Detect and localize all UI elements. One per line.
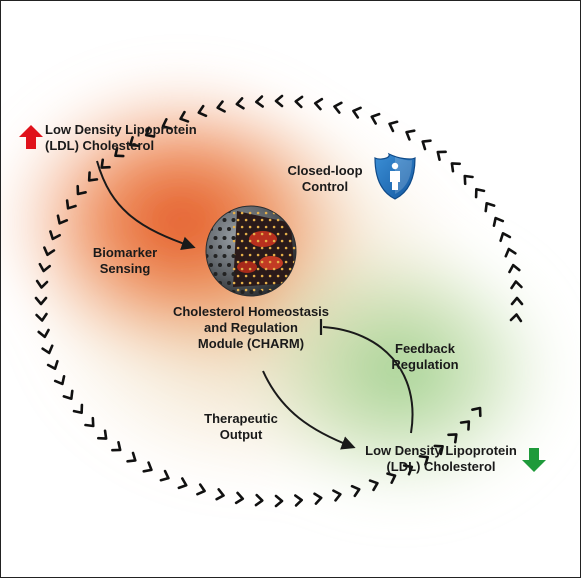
chevron-mark [333, 101, 343, 114]
chevron-mark [128, 136, 140, 148]
closed-loop-control-label: Closed-loop Control [287, 163, 363, 194]
biomarker-sensing-arrow [96, 160, 196, 250]
chevron-mark [509, 313, 523, 323]
chevron-mark [504, 247, 517, 258]
chevron-mark [234, 491, 245, 505]
chevron-mark [492, 216, 505, 227]
chevron-mark [370, 112, 381, 125]
chevron-mark [313, 492, 323, 505]
ldl-elevated-label: Low Density Lipoprotein (LDL) Cholestero… [45, 122, 197, 153]
chevron-mark [216, 100, 226, 113]
chevron-mark [294, 494, 303, 507]
chevron-mark [332, 489, 342, 502]
chevron-mark [474, 187, 486, 199]
chevron-mark [274, 94, 284, 108]
green-down-arrow-icon [522, 448, 546, 472]
chevron-mark [499, 232, 512, 243]
chevron-mark [53, 375, 66, 386]
feedback-regulation-arrow [322, 326, 414, 434]
chevron-mark [421, 139, 432, 151]
chevron-mark [72, 403, 84, 415]
chevron-mark [463, 174, 474, 186]
chevron-mark [274, 494, 284, 508]
chevron-mark [484, 201, 496, 213]
chevron-mark [111, 441, 122, 452]
chevron-mark [35, 279, 49, 289]
chevron-mark [215, 488, 225, 501]
chevron-mark [196, 483, 206, 496]
chevron-mark [388, 120, 399, 133]
therapeutic-output-label: Therapeutic Output [204, 411, 278, 442]
chevron-mark [433, 444, 444, 456]
chevron-mark [114, 146, 125, 158]
chevron-mark [126, 451, 137, 463]
chevron-mark [144, 126, 156, 138]
chevron-mark [65, 199, 77, 210]
chevron-mark [34, 296, 48, 306]
charm-module-label: Cholesterol Homeostasis and Regulation M… [172, 304, 330, 351]
chevron-mark [179, 110, 190, 123]
chevron-mark [84, 416, 95, 428]
chevron-mark [350, 484, 361, 498]
chevron-mark [255, 95, 264, 108]
charm-sphere-icon [205, 205, 297, 297]
chevron-mark [386, 472, 397, 484]
chevron-mark [37, 328, 50, 339]
chevron-mark [368, 479, 379, 492]
chevron-mark [313, 97, 324, 111]
chevron-mark [405, 129, 416, 141]
chevron-mark [46, 359, 59, 370]
red-up-arrow-icon [19, 125, 43, 149]
chevron-mark [418, 454, 430, 466]
chevron-mark [38, 262, 51, 273]
background-gradient [1, 71, 571, 511]
chevron-mark [177, 477, 188, 490]
chevron-mark [43, 246, 56, 257]
chevron-mark [402, 464, 414, 476]
chevron-mark [235, 97, 245, 110]
biomarker-sensing-label: Biomarker Sensing [92, 245, 158, 276]
chevron-mark [142, 461, 153, 473]
chevron-mark [161, 118, 172, 130]
ldl-reduced-label: Low Density Lipoprotein (LDL) Cholestero… [365, 443, 517, 474]
chevron-mark [510, 296, 524, 306]
chevron-mark [62, 389, 74, 401]
chevron-mark [97, 429, 108, 440]
chevron-mark [508, 263, 521, 274]
feedback-regulation-label: Feedback Regulation [391, 341, 459, 372]
chevron-mark [87, 171, 99, 182]
chevron-mark [159, 469, 170, 482]
chevron-mark [49, 230, 61, 241]
chevron-mark [510, 280, 523, 290]
chevron-mark [76, 184, 87, 196]
chevron-mark [254, 493, 264, 507]
chevron-mark [56, 214, 69, 225]
shield-person-icon [374, 152, 416, 200]
chevron-mark [436, 150, 447, 161]
chevron-ring [34, 94, 524, 508]
chevron-mark [352, 106, 362, 119]
chevron-mark [450, 162, 461, 173]
chevron-mark [197, 104, 208, 118]
chevron-mark [447, 433, 458, 444]
chevron-mark [471, 406, 482, 418]
chevron-mark [294, 95, 304, 109]
chevron-mark [459, 420, 471, 431]
chevron-mark [41, 344, 54, 355]
therapeutic-output-arrow [262, 370, 356, 450]
chevron-mark [100, 158, 111, 169]
chevron-mark [35, 312, 48, 322]
